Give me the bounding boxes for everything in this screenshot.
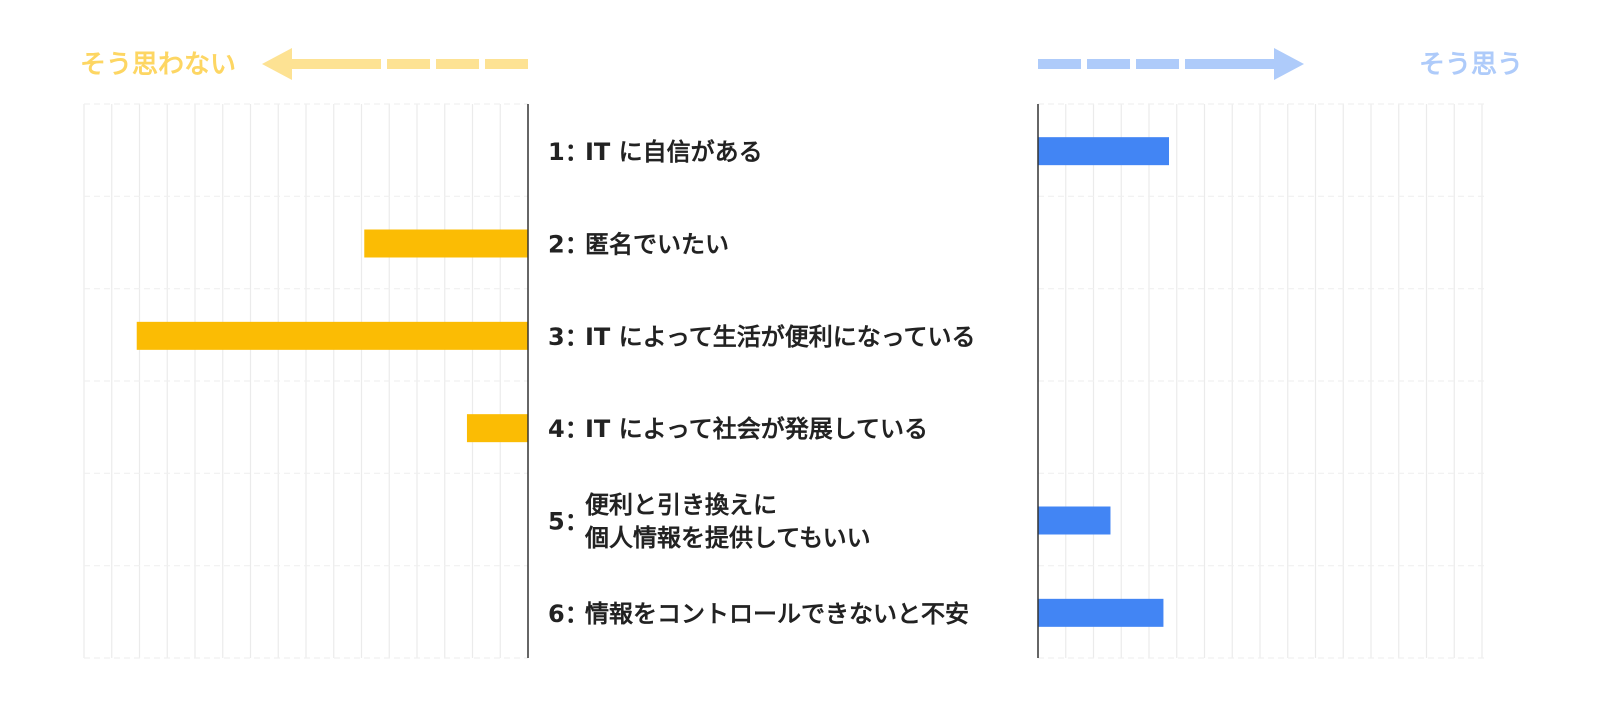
statement-number-4: 4： <box>548 415 589 443</box>
arrow-head <box>1274 48 1304 80</box>
arrow-dash <box>1136 59 1179 69</box>
arrow-head <box>262 48 292 80</box>
statement-text-2: 匿名でいたい <box>585 231 729 259</box>
statement-number-6: 6： <box>548 600 589 628</box>
bar-4 <box>466 414 528 443</box>
statement-number-3: 3： <box>548 323 589 351</box>
statement-text-4: IT によって社会が発展している <box>585 415 928 443</box>
bar-3 <box>136 321 528 350</box>
statement-text-1: IT に自信がある <box>585 138 763 166</box>
bars-layer <box>136 137 1170 627</box>
bar-2 <box>364 229 528 258</box>
arrow-dash <box>387 59 430 69</box>
arrow-dash <box>1087 59 1130 69</box>
bar-6 <box>1038 598 1164 627</box>
arrow-dash <box>485 59 528 69</box>
negative-axis-title: そう思わない <box>80 50 236 80</box>
arrow-dash <box>1185 59 1276 69</box>
negative-arrow-icon <box>262 48 528 80</box>
bar-5 <box>1038 506 1111 535</box>
positive-arrow-icon <box>1038 48 1304 80</box>
arrow-dash <box>1038 59 1081 69</box>
arrow-dash <box>290 59 381 69</box>
statement-text-6: 情報をコントロールできないと不安 <box>585 600 969 628</box>
statement-text-5: 便利と引き換えに <box>585 491 777 519</box>
grid-layer <box>83 103 1484 659</box>
statement-number-5: 5： <box>548 508 589 536</box>
bar-1 <box>1038 137 1170 166</box>
statement-text-3: IT によって生活が便利になっている <box>585 323 976 351</box>
labels-layer: 1：IT に自信がある 2：匿名でいたい 3：IT によって生活が便利になっている 4… <box>548 138 976 628</box>
positive-axis-title: そう思う <box>1419 50 1523 80</box>
statement-number-1: 1： <box>548 138 589 166</box>
statement-text-5: 個人情報を提供してもいい <box>584 524 871 552</box>
arrow-dash <box>436 59 479 69</box>
statement-number-2: 2： <box>548 231 589 259</box>
